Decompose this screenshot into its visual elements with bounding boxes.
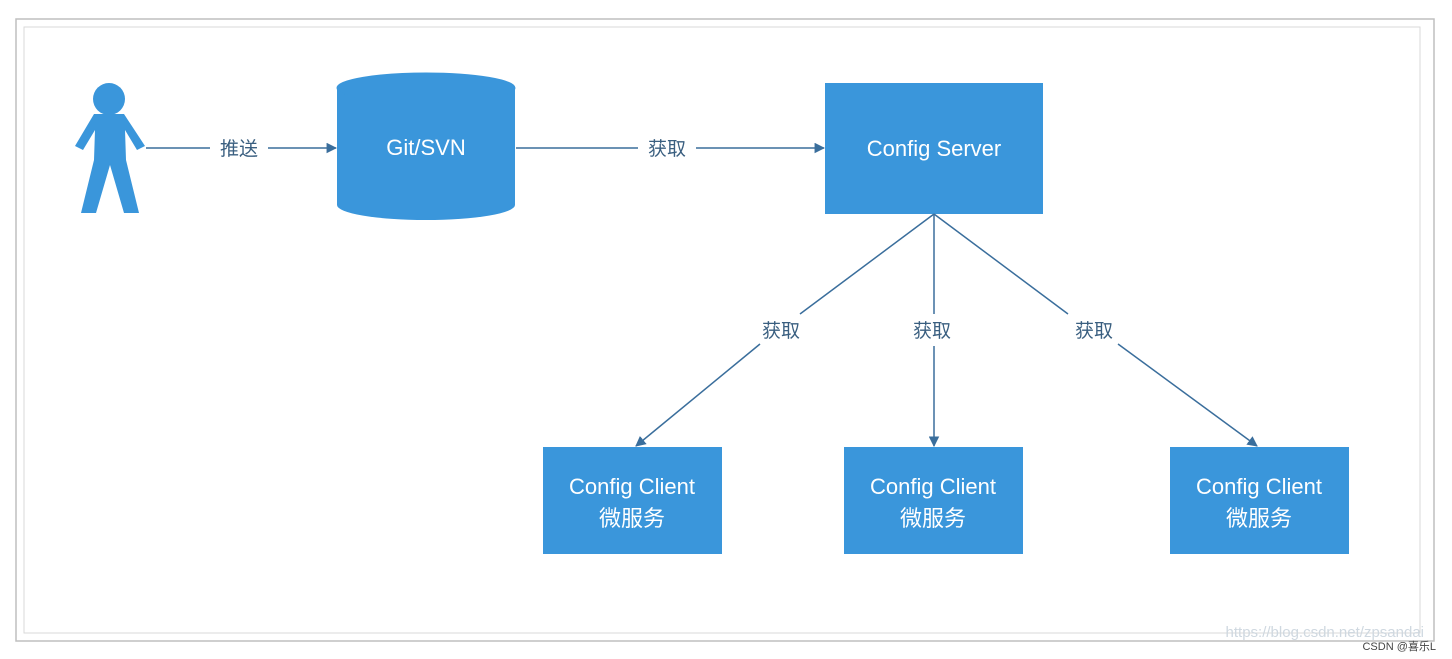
edge-label-push: 推送 bbox=[220, 138, 258, 160]
config-client-subtitle: 微服务 bbox=[900, 506, 966, 531]
edge-server-to-client-1: 获取 bbox=[635, 213, 935, 447]
repository-label: Git/SVN bbox=[386, 135, 465, 160]
watermark: https://blog.csdn.net/zpsandai bbox=[1226, 624, 1424, 641]
config-client-node-3: Config Client 微服务 bbox=[1170, 447, 1349, 554]
config-client-title: Config Client bbox=[569, 474, 695, 499]
config-client-title: Config Client bbox=[1196, 474, 1322, 499]
edge-label-fetch: 获取 bbox=[648, 138, 686, 160]
config-client-subtitle: 微服务 bbox=[1226, 506, 1292, 531]
edge-user-to-repo: 推送 bbox=[146, 138, 338, 160]
edge-label-fetch: 获取 bbox=[913, 320, 951, 342]
repository-cylinder: Git/SVN bbox=[336, 72, 516, 220]
config-server-node: Config Server bbox=[825, 83, 1043, 214]
edge-label-fetch: 获取 bbox=[762, 320, 800, 342]
edge-repo-to-server: 获取 bbox=[516, 138, 826, 160]
diagram-frame-inner bbox=[23, 26, 1421, 634]
credit-text: CSDN @喜乐L bbox=[1362, 640, 1436, 653]
edge-label-fetch: 获取 bbox=[1075, 320, 1113, 342]
config-server-label: Config Server bbox=[867, 136, 1002, 161]
config-client-subtitle: 微服务 bbox=[599, 506, 665, 531]
person-icon bbox=[75, 83, 145, 213]
config-client-title: Config Client bbox=[870, 474, 996, 499]
diagram-frame bbox=[15, 18, 1435, 642]
edge-server-to-client-3: 获取 bbox=[933, 213, 1258, 447]
edge-server-to-client-2: 获取 bbox=[913, 214, 951, 448]
config-client-node-1: Config Client 微服务 bbox=[543, 447, 722, 554]
config-client-node-2: Config Client 微服务 bbox=[844, 447, 1023, 554]
